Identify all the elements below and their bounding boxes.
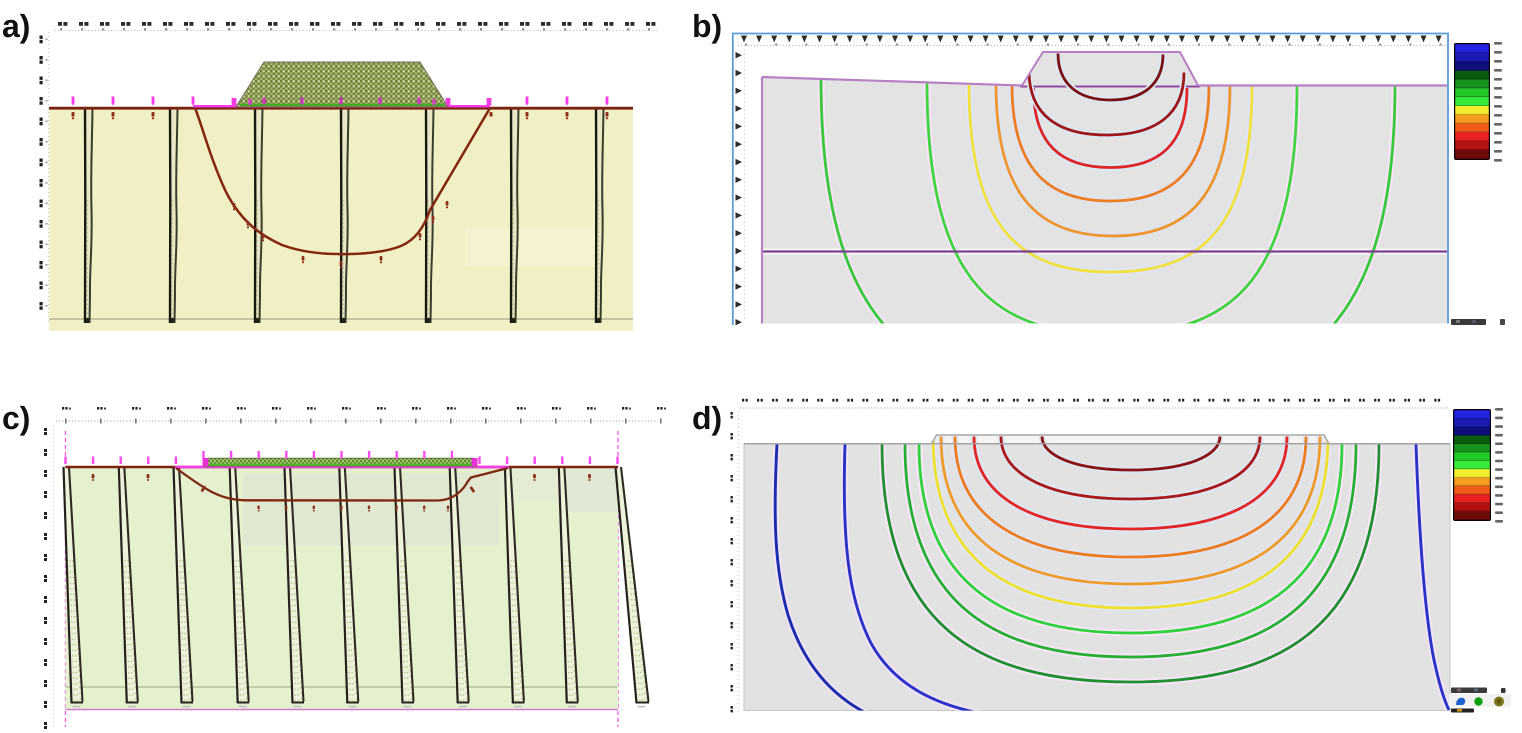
svg-text:d): d) — [692, 400, 722, 436]
svg-text:a): a) — [2, 8, 30, 44]
svg-text:b): b) — [692, 8, 722, 44]
svg-text:c): c) — [2, 400, 30, 436]
